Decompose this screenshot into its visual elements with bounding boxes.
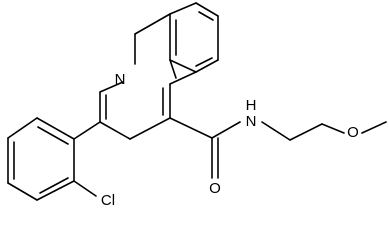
bond bbox=[361, 121, 387, 134]
bond-lines bbox=[7, 2, 387, 201]
bond bbox=[195, 59, 219, 73]
bond bbox=[99, 81, 124, 93]
bond bbox=[99, 121, 131, 140]
bond bbox=[321, 123, 345, 134]
atom-label-carbonyl-oxygen: O bbox=[209, 180, 221, 197]
bond bbox=[198, 11, 214, 21]
bond bbox=[36, 117, 75, 140]
bond bbox=[73, 121, 101, 140]
atom-label-chlorine: Cl bbox=[101, 192, 115, 209]
bond bbox=[211, 121, 241, 139]
bond bbox=[7, 117, 38, 139]
bond bbox=[129, 117, 171, 140]
atom-label-ring-nitrogen: N bbox=[115, 71, 126, 88]
bond bbox=[195, 2, 219, 17]
bond bbox=[73, 180, 97, 197]
atom-label-ether-oxygen: O bbox=[347, 124, 359, 141]
bond bbox=[169, 71, 197, 85]
bond bbox=[169, 117, 213, 139]
bond bbox=[169, 59, 197, 73]
bond bbox=[261, 121, 291, 141]
chemical-structure-diagram: N N H O O Cl bbox=[7, 2, 387, 209]
bond bbox=[39, 177, 69, 194]
atom-label-amide-nitrogen: N bbox=[246, 113, 257, 130]
atom-label-amide-hydrogen: H bbox=[246, 97, 257, 114]
bond bbox=[134, 13, 171, 35]
bond bbox=[37, 126, 69, 145]
bond bbox=[195, 57, 213, 67]
bond bbox=[7, 182, 38, 201]
bond bbox=[36, 180, 75, 201]
bond bbox=[169, 59, 177, 79]
atom-labels: N N H O O Cl bbox=[101, 71, 359, 209]
bond bbox=[289, 123, 323, 141]
bond bbox=[169, 2, 197, 15]
